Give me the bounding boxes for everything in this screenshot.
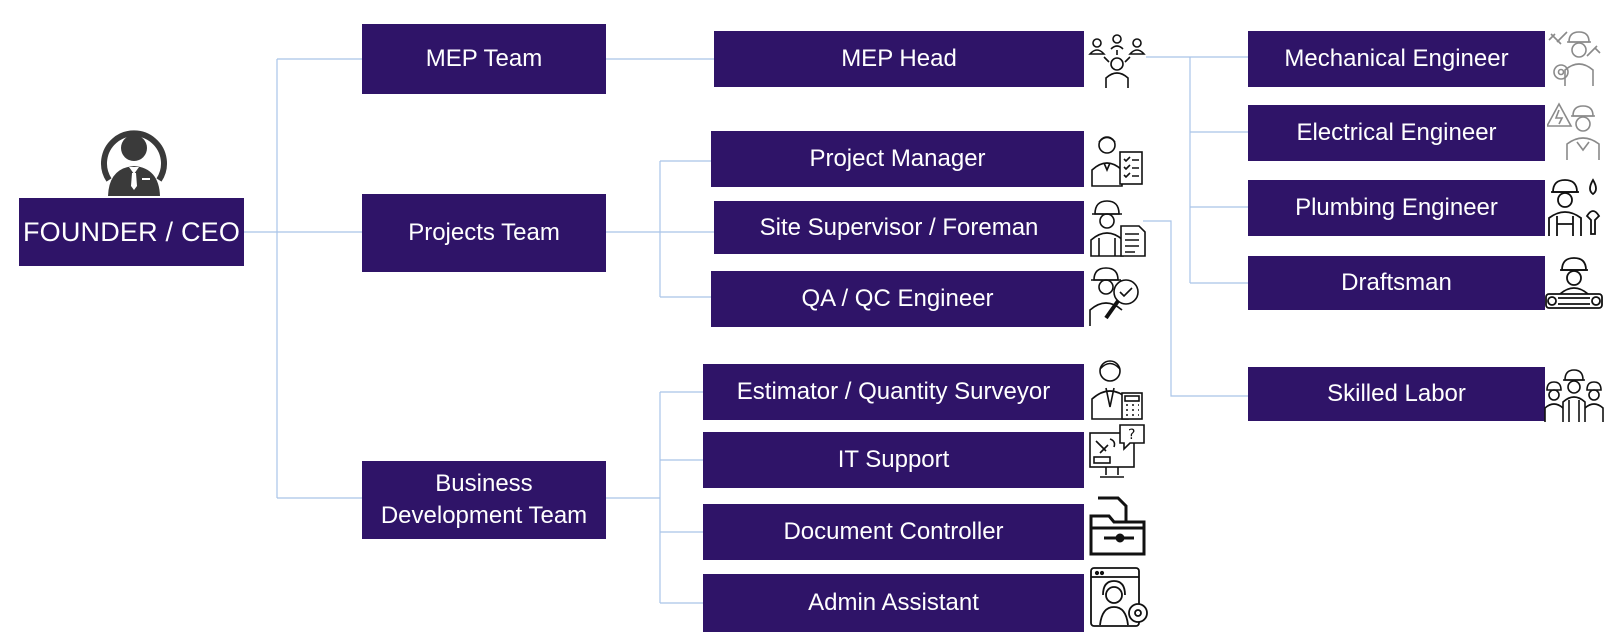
svg-text:?: ? (1128, 427, 1135, 443)
it-support-label: IT Support (837, 446, 950, 473)
draftsman-box: Draftsman (1248, 256, 1545, 310)
computer-repair-icon: ? (1089, 424, 1145, 478)
electrical-engineer-label: Electrical Engineer (1296, 119, 1497, 146)
team-leader-icon (1088, 34, 1146, 88)
qa-qc-label: QA / QC Engineer (801, 285, 994, 312)
mechanical-engineer-label: Mechanical Engineer (1284, 45, 1509, 72)
draftsman-label: Draftsman (1341, 269, 1452, 296)
projects-team-box: Projects Team (362, 194, 606, 272)
mep-head-box: MEP Head (714, 31, 1084, 87)
plumbing-engineer-label: Plumbing Engineer (1295, 194, 1498, 221)
it-support-box: IT Support (703, 432, 1084, 488)
electrical-engineer-box: Electrical Engineer (1248, 105, 1545, 161)
qa-qc-box: QA / QC Engineer (711, 271, 1084, 327)
ceo-label: FOUNDER / CEO (22, 217, 241, 247)
estimator-label: Estimator / Quantity Surveyor (736, 378, 1051, 405)
worker-group-icon (1544, 369, 1604, 422)
plumber-drop-icon (1548, 178, 1601, 236)
draftsman-blueprint-icon (1545, 257, 1603, 309)
calculator-person-icon (1091, 360, 1143, 420)
bd-team-label-line2: Development Team (380, 502, 588, 529)
doc-controller-box: Document Controller (703, 504, 1084, 560)
bd-team-box: Business Development Team (362, 461, 606, 539)
bd-team-label-line1: Business (435, 470, 533, 497)
connector-supervisor-labor (1143, 220, 1248, 397)
mechanic-gear-icon (1548, 31, 1601, 86)
support-agent-icon (1090, 567, 1148, 627)
project-manager-box: Project Manager (711, 131, 1084, 187)
folder-icon (1089, 496, 1146, 556)
ceo-box: FOUNDER / CEO (19, 198, 244, 266)
project-manager-label: Project Manager (809, 145, 986, 172)
inspector-check-icon (1089, 267, 1139, 326)
electrician-warning-icon (1547, 102, 1600, 160)
businessman-icon (101, 130, 167, 196)
skilled-labor-box: Skilled Labor (1248, 367, 1545, 421)
mep-team-box: MEP Team (362, 24, 606, 94)
mechanical-engineer-box: Mechanical Engineer (1248, 31, 1545, 87)
foreman-document-icon (1090, 200, 1146, 257)
admin-assistant-label: Admin Assistant (808, 589, 979, 616)
mep-team-label: MEP Team (425, 45, 543, 72)
skilled-labor-label: Skilled Labor (1327, 380, 1466, 407)
manager-checklist-icon (1091, 136, 1143, 187)
site-supervisor-label: Site Supervisor / Foreman (759, 213, 1039, 241)
projects-team-label: Projects Team (408, 219, 560, 246)
doc-controller-label: Document Controller (783, 518, 1004, 545)
site-supervisor-box: Site Supervisor / Foreman (714, 201, 1084, 254)
plumbing-engineer-box: Plumbing Engineer (1248, 180, 1545, 236)
estimator-box: Estimator / Quantity Surveyor (703, 364, 1084, 420)
mep-head-label: MEP Head (841, 45, 957, 72)
admin-assistant-box: Admin Assistant (703, 574, 1084, 632)
